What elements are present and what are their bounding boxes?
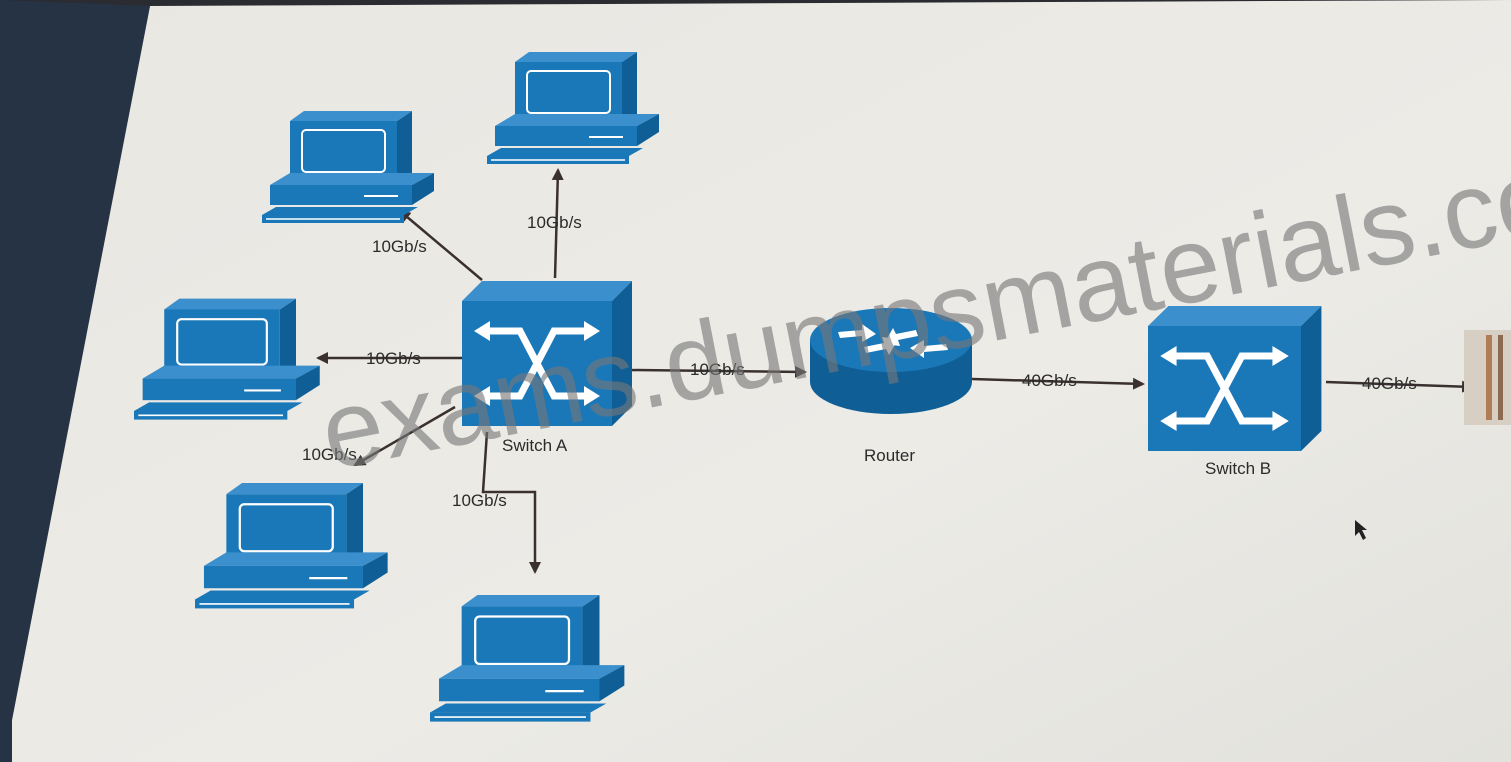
switch-a-label: Switch A: [502, 436, 568, 455]
link-label-bottom: 10Gb/s: [452, 491, 507, 510]
link-label-top: 10Gb/s: [527, 213, 582, 232]
link-label-switch-b-out: 40Gb/s: [1362, 374, 1417, 393]
partial-device-icon: [1464, 330, 1511, 425]
link-label-router-switch-b: 40Gb/s: [1022, 371, 1077, 390]
router-label: Router: [864, 446, 915, 465]
link-label-upper-left: 10Gb/s: [372, 237, 427, 256]
link-label-lower-left: 10Gb/s: [302, 445, 357, 464]
switch-b-label: Switch B: [1205, 459, 1271, 478]
link-label-left: 10Gb/s: [366, 349, 421, 368]
router-icon: [810, 308, 972, 414]
link-label-switch-a-router: 10Gb/s: [690, 360, 745, 379]
cursor-icon: [1355, 520, 1367, 540]
